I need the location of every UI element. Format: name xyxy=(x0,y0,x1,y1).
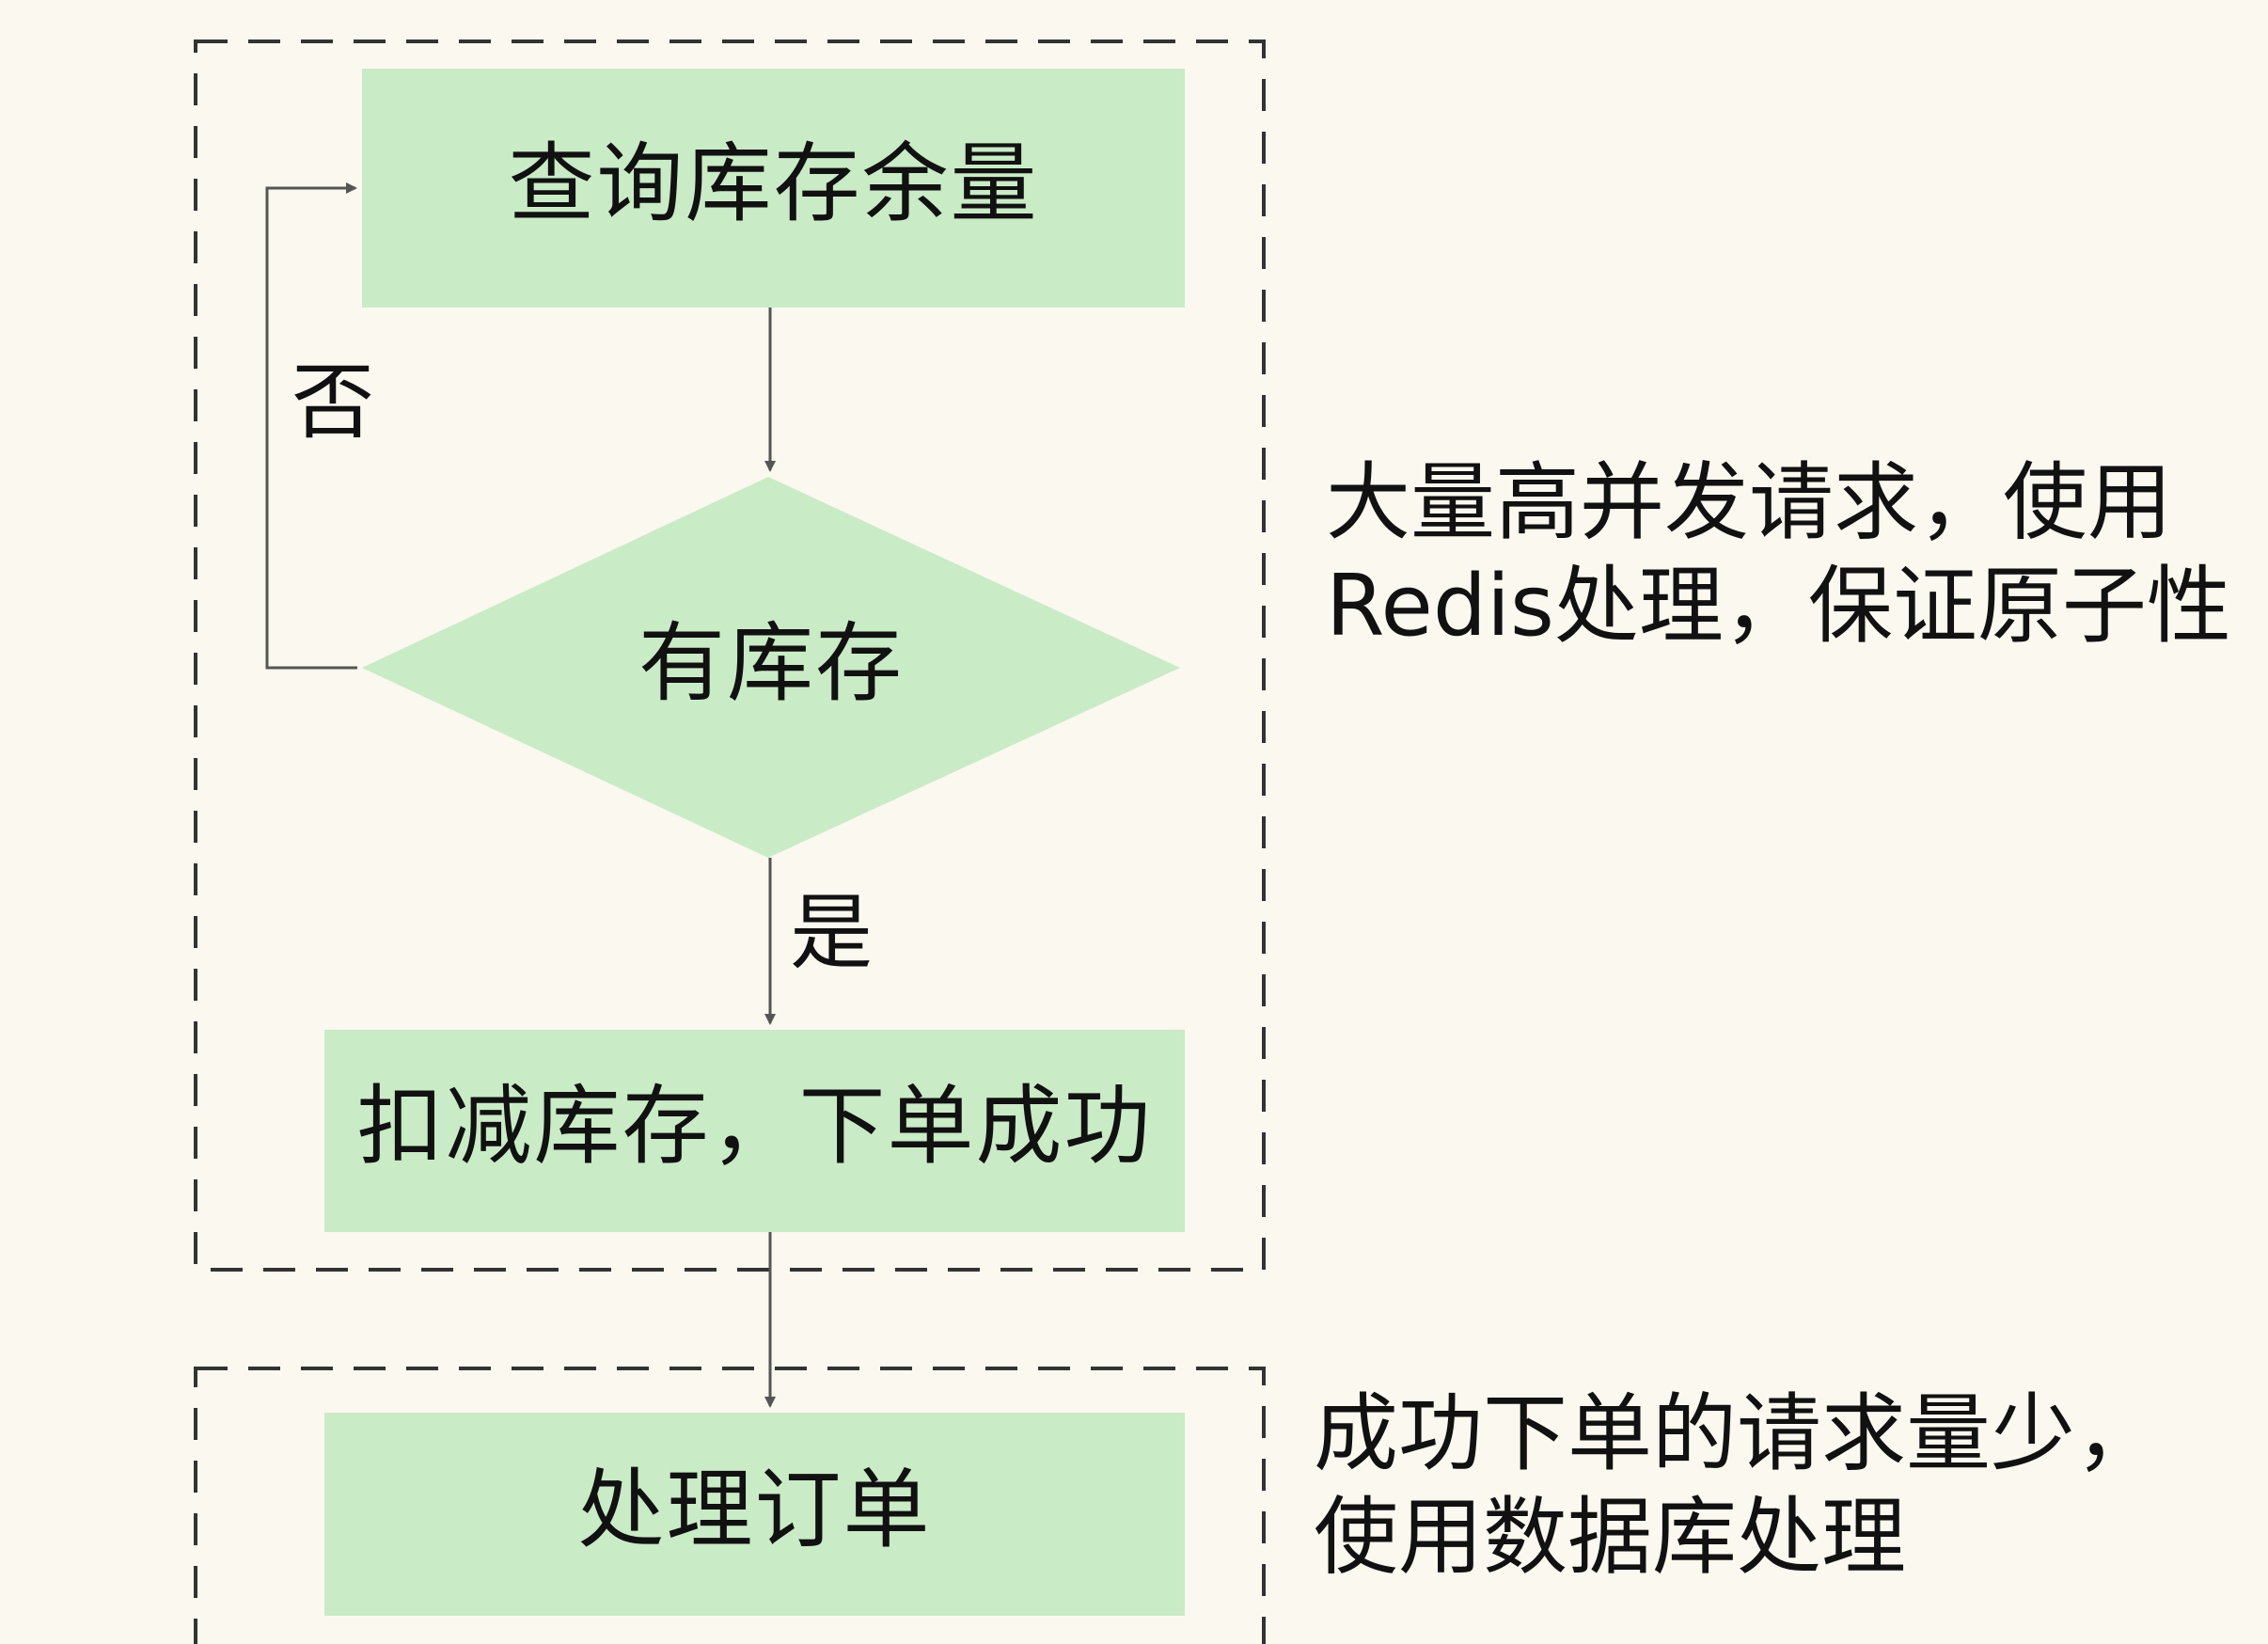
process-order-label: 处理订单 xyxy=(577,1460,932,1560)
database-note: 成功下单的请求量少， 使用数据库处理 xyxy=(1314,1383,2160,1589)
has-stock-label: 有库存 xyxy=(638,613,904,714)
database-note-line-2: 使用数据库处理 xyxy=(1314,1487,1906,1587)
redis-note-line-2: Redis处理，保证原子性 xyxy=(1326,556,2231,656)
query-stock-box xyxy=(362,69,1185,308)
database-note-line-1: 成功下单的请求量少， xyxy=(1314,1384,2160,1483)
has-stock-diamond xyxy=(362,477,1180,858)
redis-group-border xyxy=(194,40,1266,1272)
deduct-stock-box xyxy=(324,1030,1185,1232)
yes-edge-label: 是 xyxy=(790,884,874,981)
query-stock-label: 查询库存余量 xyxy=(508,134,1039,234)
no-edge-label: 否 xyxy=(291,354,375,451)
process-order-box xyxy=(324,1413,1185,1616)
redis-note: 大量高并发请求，使用 Redis处理，保证原子性 xyxy=(1326,451,2231,658)
database-group-border xyxy=(194,1367,1266,1644)
redis-note-line-1: 大量高并发请求，使用 xyxy=(1326,453,2172,552)
deduct-stock-label: 扣减库存，下单成功 xyxy=(356,1076,1153,1177)
arrow-decision-no-loop xyxy=(265,182,357,670)
